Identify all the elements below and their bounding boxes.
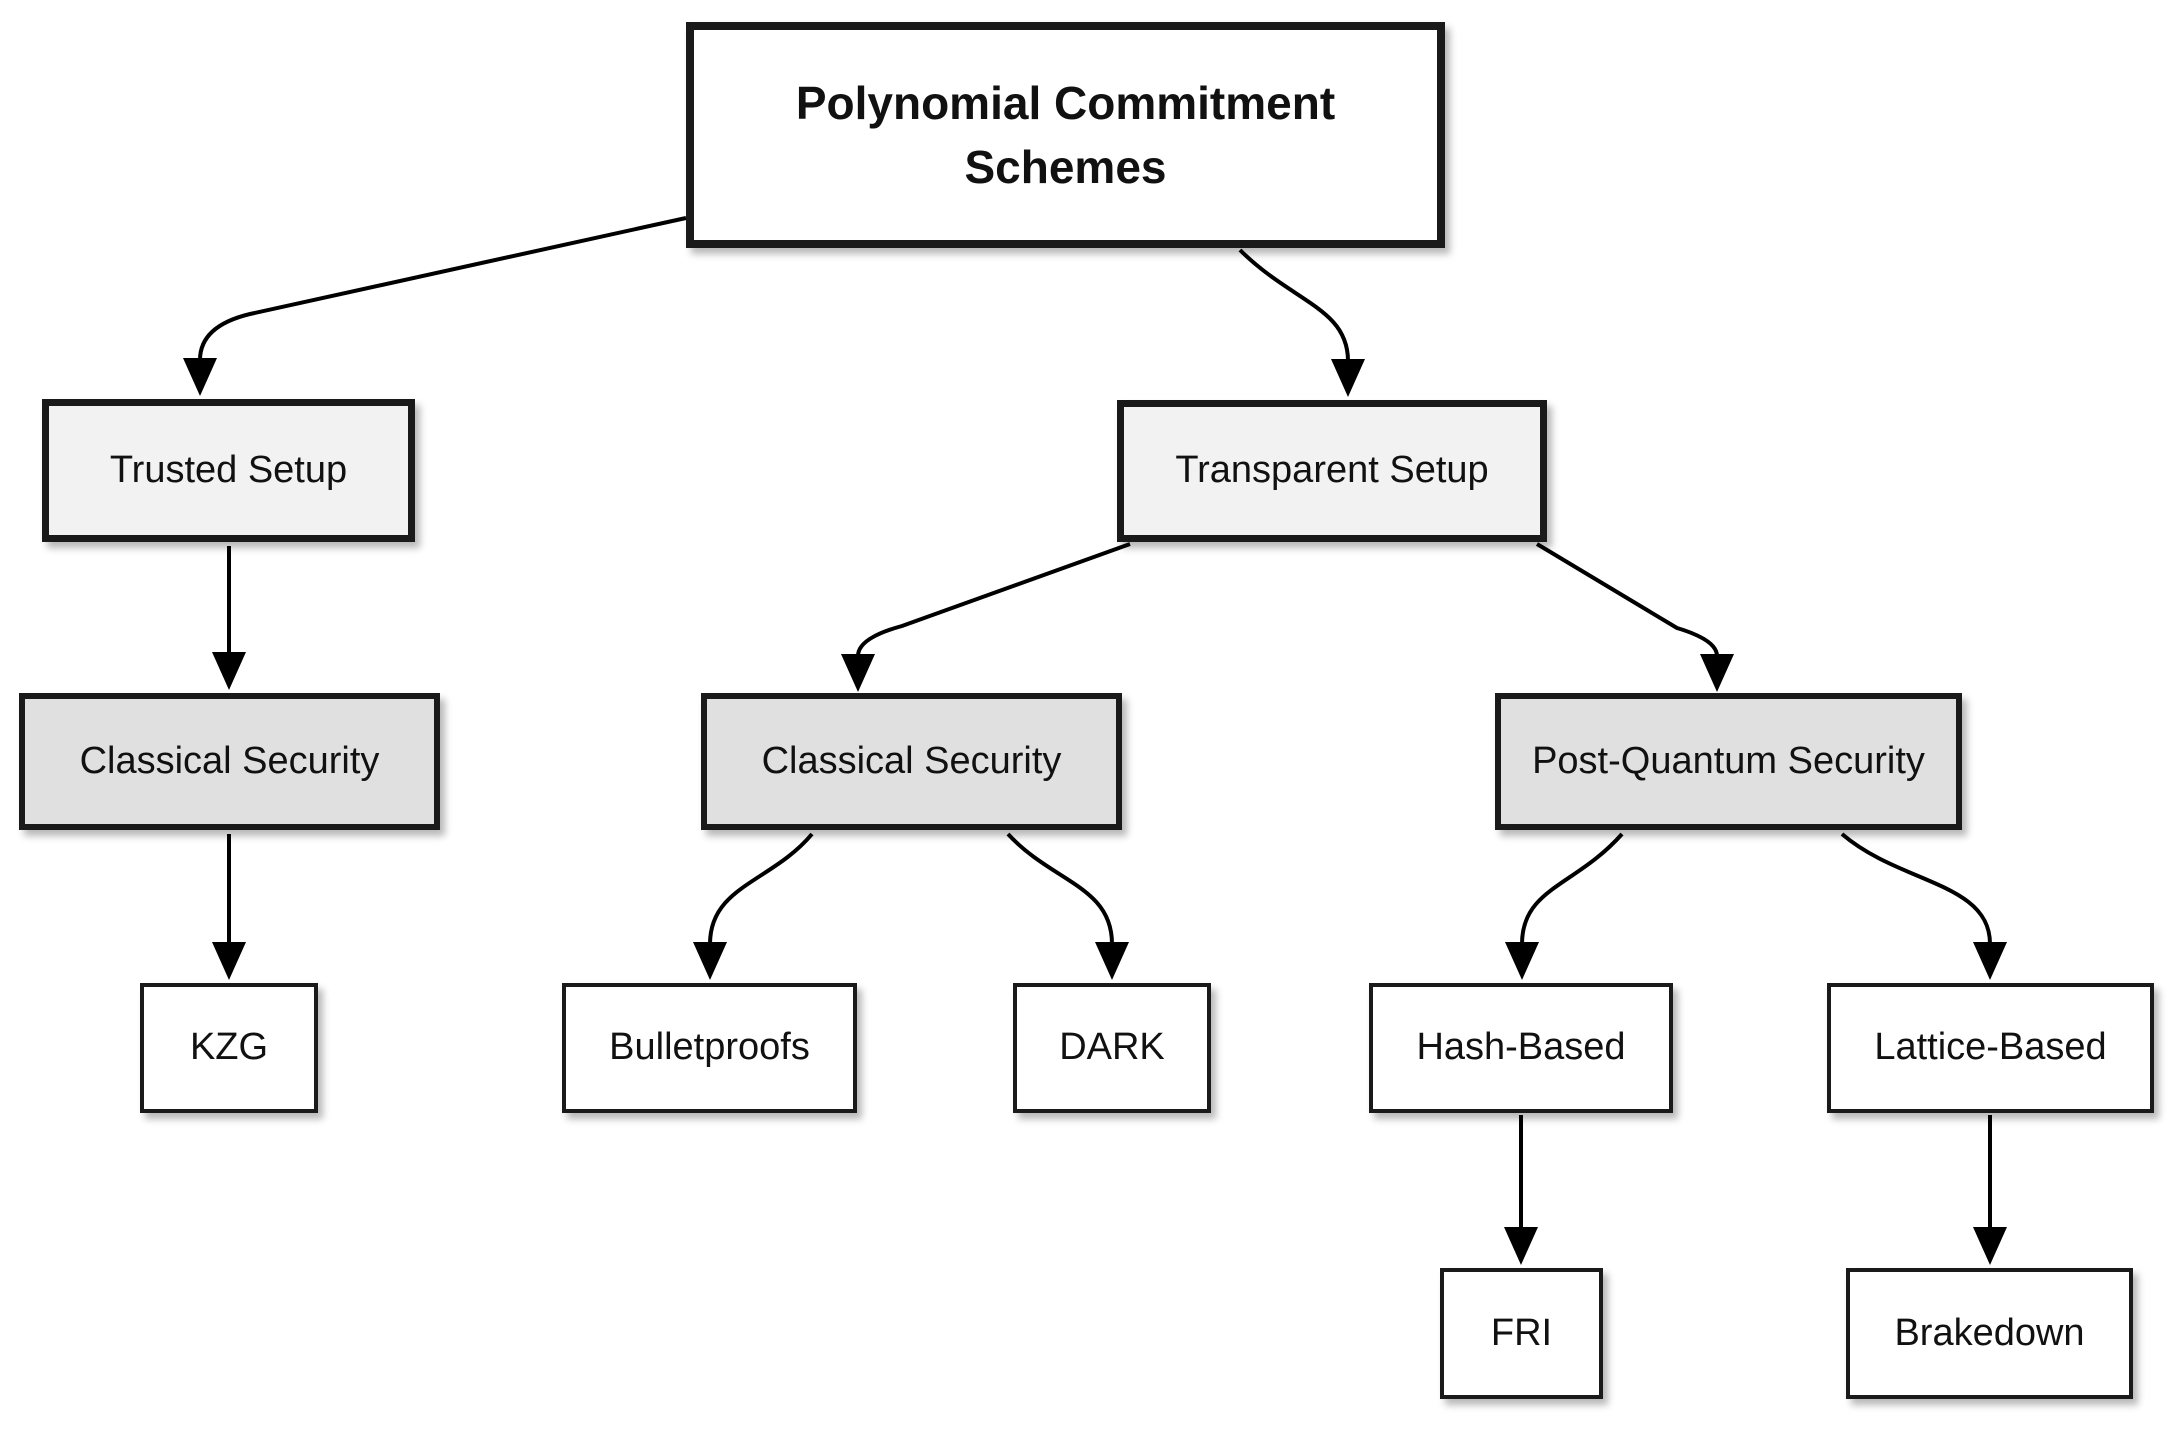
node-label: DARK — [1059, 1026, 1165, 1069]
edge-root-transparent — [1238, 248, 1365, 397]
node-trusted-setup: Trusted Setup — [42, 399, 415, 542]
node-label: KZG — [189, 1026, 269, 1069]
node-label: Classical Security — [79, 739, 380, 782]
node-label: Transparent Setup — [1175, 449, 1489, 492]
node-classical-security-left: Classical Security — [19, 693, 440, 830]
edge-transparent-classical — [841, 542, 1131, 692]
node-polynomial-commitment-schemes: Polynomial Commitment Schemes — [686, 22, 1445, 248]
node-post-quantum-security: Post-Quantum Security — [1495, 693, 1962, 830]
node-label: Lattice-Based — [1874, 1026, 2107, 1069]
node-label: Bulletproofs — [609, 1026, 810, 1069]
node-label: Classical Security — [761, 739, 1062, 782]
node-lattice-based: Lattice-Based — [1827, 983, 2154, 1113]
node-label: Post-Quantum Security — [1532, 739, 1925, 782]
node-brakedown: Brakedown — [1846, 1268, 2133, 1399]
node-classical-security-mid: Classical Security — [701, 693, 1122, 830]
edge-postquantum-latticebased — [1840, 832, 2007, 980]
node-fri: FRI — [1440, 1268, 1603, 1399]
edge-root-trusted — [183, 216, 687, 396]
edge-postquantum-hashbased — [1505, 832, 1624, 980]
root-title-line1: Polynomial Commitment — [795, 77, 1336, 129]
node-dark: DARK — [1013, 983, 1211, 1113]
node-label: Brakedown — [1894, 1311, 2085, 1354]
edge-classical-dark — [1006, 832, 1129, 980]
node-transparent-setup: Transparent Setup — [1117, 400, 1547, 542]
edge-transparent-postquantum — [1535, 542, 1734, 692]
root-title-line2: Schemes — [964, 141, 1167, 193]
node-kzg: KZG — [140, 983, 318, 1113]
node-bulletproofs: Bulletproofs — [562, 983, 857, 1113]
node-hash-based: Hash-Based — [1369, 983, 1673, 1113]
node-label: FRI — [1490, 1311, 1553, 1354]
node-label: Hash-Based — [1416, 1026, 1626, 1069]
node-label: Trusted Setup — [109, 448, 348, 491]
edge-classical-bulletproofs — [693, 832, 814, 980]
